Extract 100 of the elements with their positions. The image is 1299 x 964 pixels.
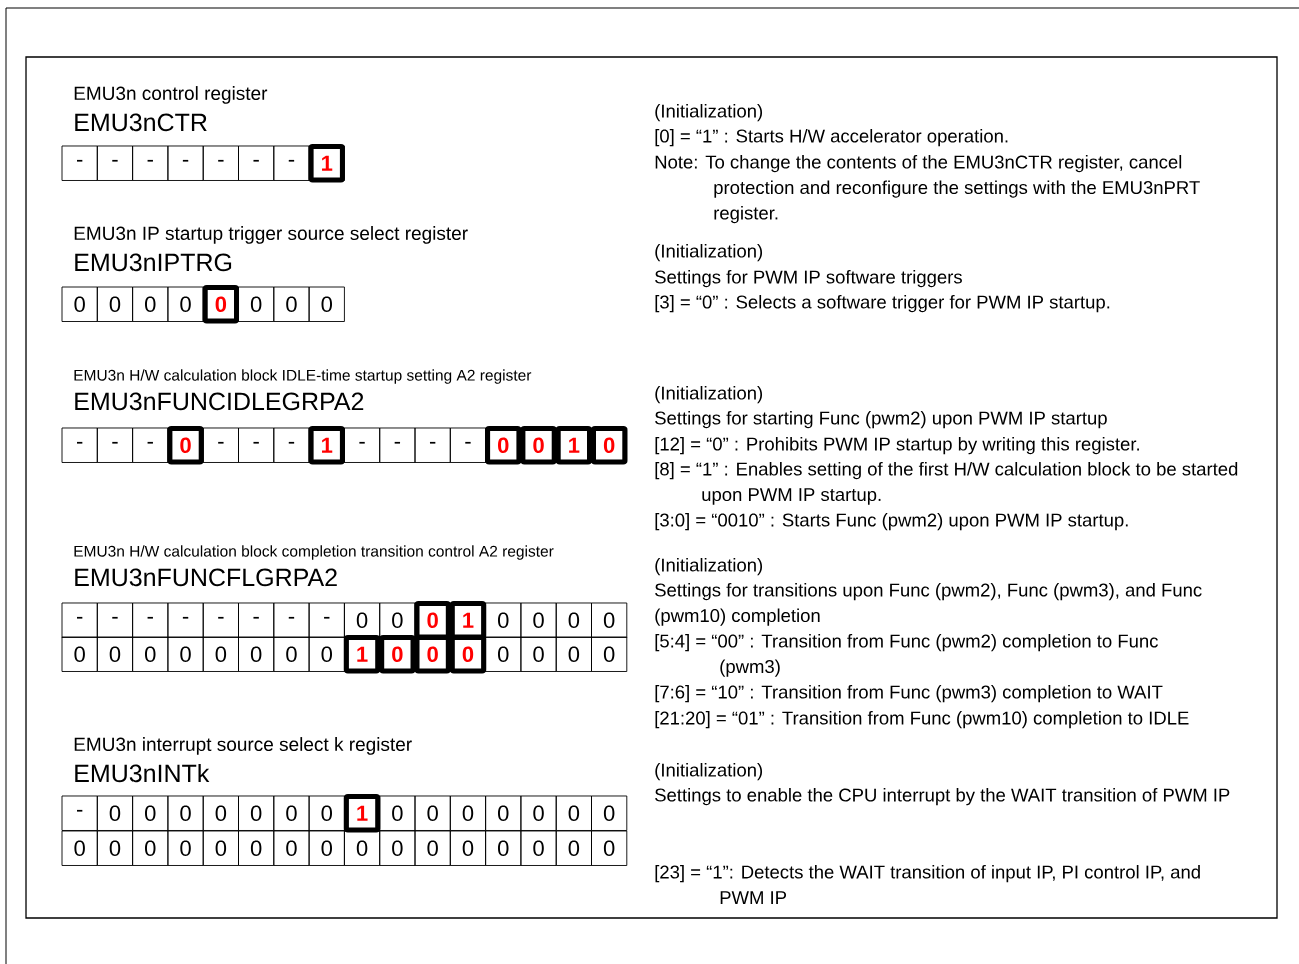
- bit-cell: -: [96, 427, 134, 463]
- bit-cell: 0: [167, 795, 204, 831]
- bit-cell: 0: [132, 286, 169, 322]
- register-name: EMU3nFUNCFLGRPA2: [75, 568, 337, 587]
- bit-cell: 0: [167, 636, 204, 672]
- register-name: EMU3nCTR: [75, 113, 207, 132]
- bit-cell: 0: [520, 636, 557, 672]
- bit-cell: 0: [96, 636, 134, 672]
- highlighted-bit-cell: 0: [167, 426, 204, 465]
- bit-cell: 0: [61, 830, 98, 866]
- bit-cell: -: [273, 427, 310, 463]
- bit-cell: 0: [167, 286, 204, 322]
- bit-cell: 0: [273, 795, 310, 831]
- bit-cell: 0: [308, 830, 345, 866]
- bit-cell: 0: [485, 830, 522, 866]
- highlighted-bit-cell: 1: [343, 794, 381, 833]
- bit-cell: 0: [273, 286, 310, 322]
- bit-cell: 0: [343, 602, 381, 638]
- bit-cell: 0: [202, 830, 239, 866]
- bit-cell: 0: [591, 602, 628, 638]
- highlighted-bit-cell: 1: [555, 426, 592, 465]
- bit-cell: -: [202, 145, 239, 181]
- bit-cell: -: [273, 602, 310, 638]
- highlighted-bit-cell: 0: [449, 635, 487, 674]
- bit-cell: 0: [591, 636, 628, 672]
- description-text: (Initialization): [655, 104, 763, 122]
- highlighted-bit-cell: 0: [414, 635, 451, 674]
- highlighted-bit-cell: 0: [591, 426, 628, 465]
- register-name: EMU3nFUNCIDLEGRPA2: [75, 392, 364, 411]
- description-text: [23] = “1”: Detects the WAIT transition of input IP, PI control IP, and PWM IP: [655, 865, 1200, 904]
- bit-cell: -: [61, 795, 98, 831]
- bit-cell: 0: [308, 636, 345, 672]
- bit-cell: 0: [379, 795, 416, 831]
- bit-cell: 0: [591, 795, 628, 831]
- highlighted-bit-cell: 1: [308, 426, 345, 465]
- description-text: (Initialization): [655, 558, 763, 576]
- highlighted-bit-cell: 0: [379, 635, 416, 674]
- bit-cell: 0: [520, 830, 557, 866]
- description-text: [5:4] = “00” : Transition from Func (pwm2) completion to Func (pwm3): [655, 634, 1158, 677]
- bit-cell: 0: [414, 795, 451, 831]
- bit-cell: 0: [555, 602, 592, 638]
- bit-cell: -: [238, 145, 275, 181]
- bit-cell: 0: [343, 830, 381, 866]
- description-text: [12] = “0” : Prohibits PWM IP startup by writing this register.: [655, 437, 1139, 455]
- bit-cell: 0: [273, 636, 310, 672]
- bit-cell: -: [273, 145, 310, 181]
- description-text: (Initialization): [655, 386, 763, 404]
- bit-cell: -: [238, 602, 275, 638]
- bit-cell: 0: [485, 602, 522, 638]
- description-text: (Initialization): [655, 763, 763, 781]
- description-text: [8] = “1” : Enables setting of the first H/W calculation block to be started upon PWM IP startup.: [655, 462, 1238, 505]
- bit-cell: -: [379, 427, 416, 463]
- highlighted-bit-cell: 1: [343, 635, 381, 674]
- bit-cell: -: [308, 602, 345, 638]
- bit-cell: 0: [555, 830, 592, 866]
- highlighted-bit-cell: 0: [414, 601, 451, 640]
- description-text: [21:20] = “01” : Transition from Func (pwm10) completion to IDLE: [655, 711, 1189, 729]
- bit-cell: 0: [555, 636, 592, 672]
- bit-cell: -: [132, 145, 169, 181]
- bit-cell: -: [167, 145, 204, 181]
- bit-cell: -: [238, 427, 275, 463]
- description-text: [7:6] = “10” : Transition from Func (pwm3) completion to WAIT: [655, 685, 1163, 703]
- bit-cell: 0: [132, 830, 169, 866]
- bit-cell: 0: [132, 795, 169, 831]
- bit-cell: 0: [61, 286, 98, 322]
- bit-cell: 0: [202, 636, 239, 672]
- bit-cell: -: [343, 427, 381, 463]
- description-text: Settings for starting Func (pwm2) upon PWM IP startup: [655, 411, 1107, 429]
- bit-cell: 0: [591, 830, 628, 866]
- bit-cell: -: [132, 602, 169, 638]
- bit-cell: 0: [449, 830, 487, 866]
- highlighted-bit-cell: 0: [520, 426, 557, 465]
- bit-cell: 0: [167, 830, 204, 866]
- bit-cell: 0: [555, 795, 592, 831]
- description-text: Note: To change the contents of the EMU3nCTR register, cancel protection and reconfigure the settings with the EMU3nPRT register.: [655, 155, 1200, 224]
- description-text: Settings for transitions upon Func (pwm2), Func (pwm3), and Func (pwm10) completion: [655, 583, 1202, 626]
- bit-cell: -: [61, 145, 98, 181]
- bit-cell: -: [61, 427, 98, 463]
- bit-cell: 0: [132, 636, 169, 672]
- bit-cell: 0: [238, 830, 275, 866]
- register-caption: EMU3n H/W calculation block IDLE-time startup setting A2 register: [74, 369, 532, 384]
- description-text: [0] = “1” : Starts H/W accelerator operation.: [655, 129, 1008, 147]
- bit-cell: -: [61, 602, 98, 638]
- bit-cell: 0: [520, 602, 557, 638]
- bit-cell: 0: [379, 830, 416, 866]
- bit-cell: 0: [449, 795, 487, 831]
- register-caption: EMU3n control register: [74, 86, 268, 104]
- bit-cell: -: [96, 145, 134, 181]
- bit-cell: 0: [238, 286, 275, 322]
- bit-cell: -: [202, 602, 239, 638]
- bit-cell: -: [132, 427, 169, 463]
- register-name: EMU3nINTk: [75, 763, 210, 783]
- highlighted-bit-cell: 0: [202, 285, 239, 324]
- highlighted-bit-cell: 0: [485, 426, 522, 465]
- bit-cell: 0: [520, 795, 557, 831]
- description-text: Settings to enable the CPU interrupt by the WAIT transition of PWM IP: [655, 788, 1230, 806]
- bit-cell: 0: [202, 795, 239, 831]
- bit-cell: 0: [485, 795, 522, 831]
- bit-cell: 0: [61, 636, 98, 672]
- bit-cell: 0: [308, 795, 345, 831]
